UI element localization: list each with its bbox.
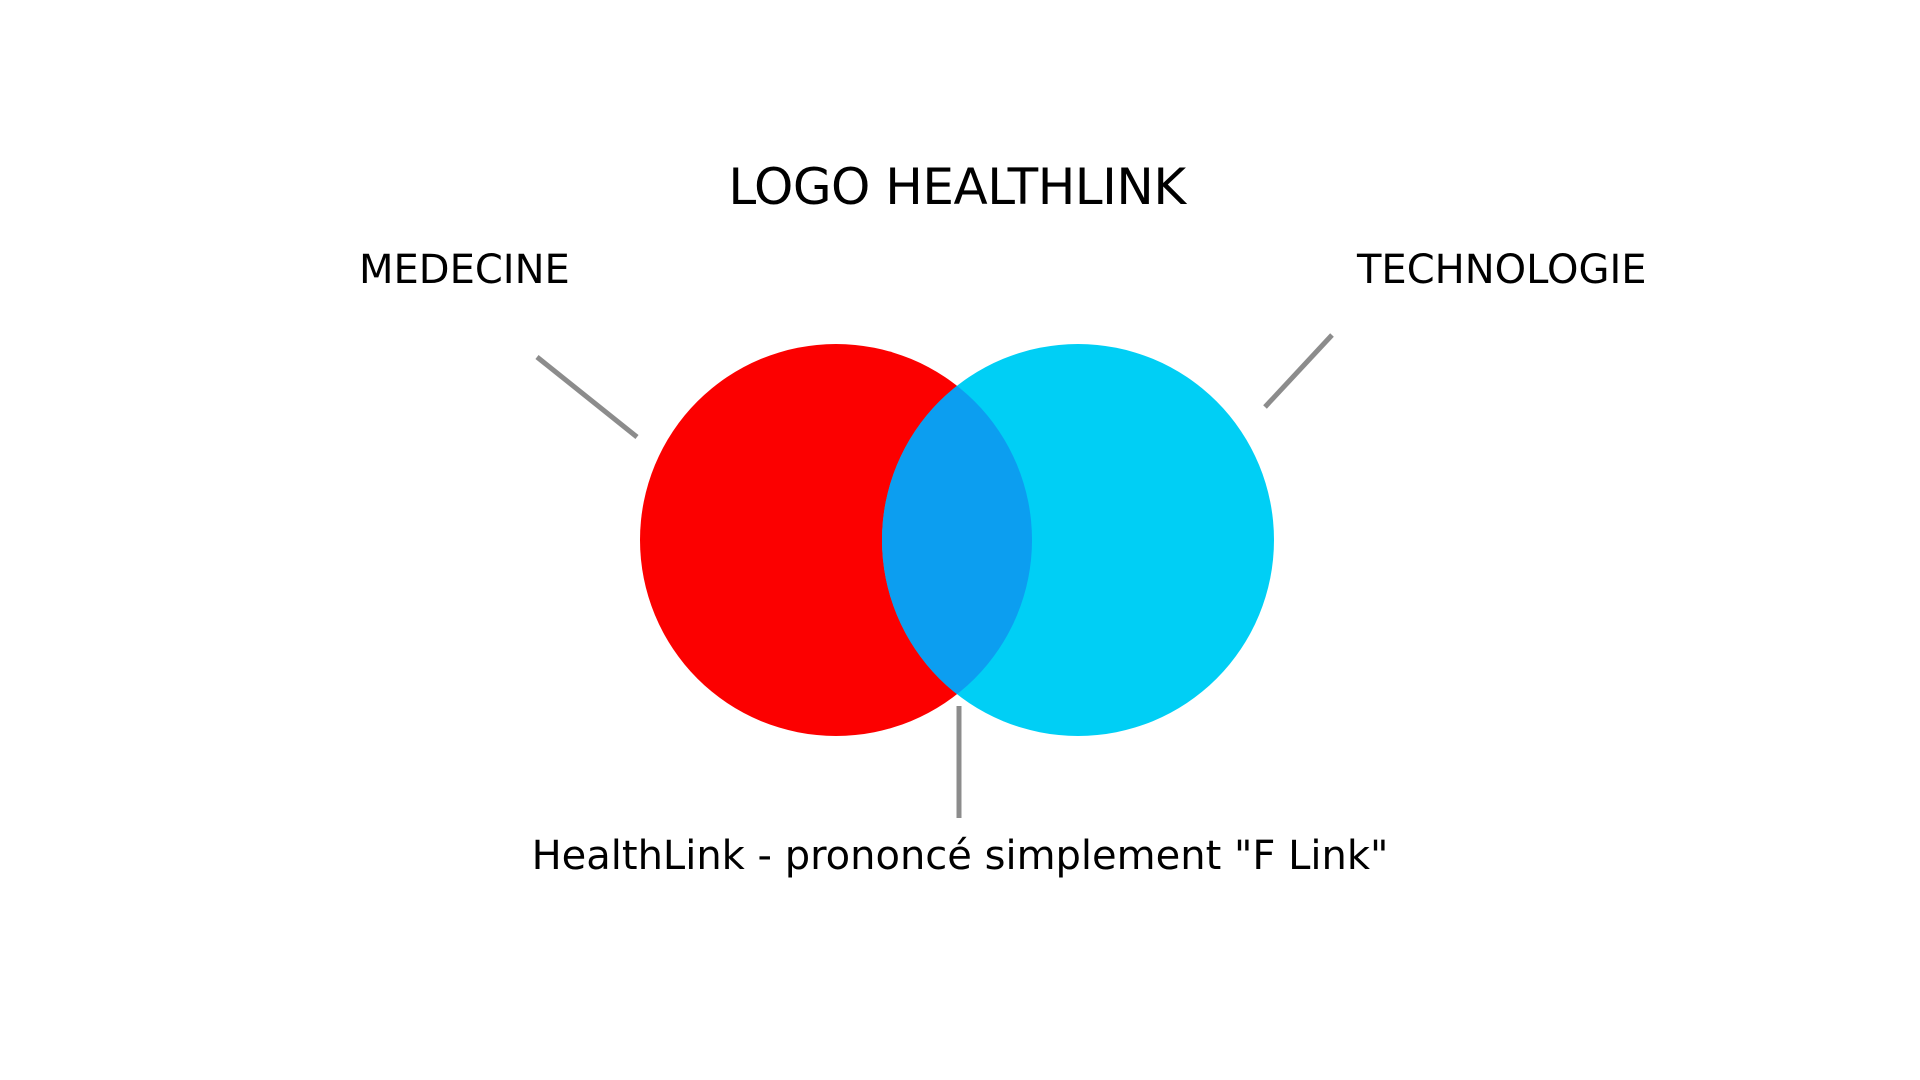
page-title: LOGO HEALTHLINK: [728, 158, 1186, 216]
caption-text: HealthLink - prononcé simplement "F Link…: [531, 833, 1389, 879]
overlap-lens: [882, 344, 1032, 736]
medicine-connector-line: [535, 355, 639, 439]
technology-connector-line: [1263, 333, 1334, 409]
label-medecine: MEDECINE: [359, 247, 570, 293]
label-technologie: TECHNOLOGIE: [1357, 247, 1647, 293]
